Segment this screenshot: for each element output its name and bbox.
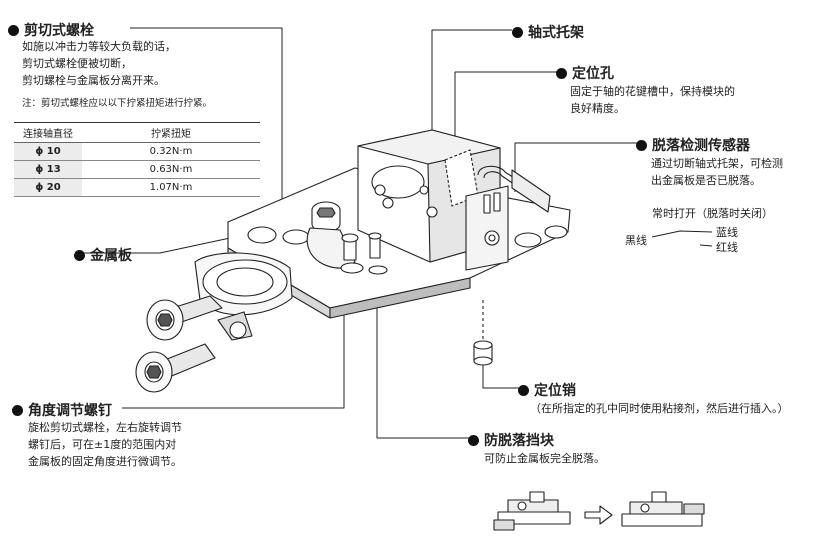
angle-screw-desc-line: 金属板的固定角度进行微调节。 (28, 455, 182, 468)
leader-shaft-bracket (431, 29, 512, 145)
sensor-title: 脱落检测传感器 (636, 135, 750, 155)
socket-screw-upper (146, 295, 223, 341)
bullet-icon (636, 139, 647, 151)
cell-diameter: ϕ 20 (14, 178, 82, 197)
bullet-icon (468, 434, 479, 446)
leader-lines (80, 27, 713, 439)
locating-pin-label: 定位销 (534, 383, 576, 399)
sensor-shape (465, 165, 551, 271)
wire-blue-label: 蓝线 (716, 226, 738, 239)
metal-plate-label: 金属板 (90, 248, 132, 264)
metal-plate-title: 金属板 (74, 245, 132, 265)
angle-screw-label: 角度调节螺钉 (28, 403, 112, 419)
angle-screw-desc: 旋松剪切式螺栓，左右旋转调节 螺钉后，可在±1度的范围内对 金属板的固定角度进行… (28, 419, 182, 470)
sensor-wiring-title: 常时打开（脱落时关闭） (652, 207, 773, 220)
anti-drop-label: 防脱落挡块 (484, 433, 554, 449)
shaft-bracket-title: 轴式托架 (512, 22, 584, 42)
torque-table: 连接轴直径 拧紧扭矩 ϕ 10 0.32N·m ϕ 13 0.63N·m ϕ 2… (14, 122, 260, 197)
cell-torque: 1.07N·m (82, 178, 260, 197)
col-header-diameter: 连接轴直径 (14, 122, 82, 143)
shaft-bracket-label: 轴式托架 (528, 25, 584, 41)
shear-bolt-label: 剪切式螺栓 (24, 23, 94, 39)
leader-shear-bolt (130, 27, 283, 205)
bullet-icon (518, 384, 529, 396)
angle-screw-desc-line: 旋松剪切式螺栓，左右旋转调节 (28, 421, 182, 434)
socket-screw-lower (135, 343, 216, 393)
clamp-ring-shape (194, 252, 293, 341)
cell-torque: 0.63N·m (82, 160, 260, 179)
wire-brown-label: 红线 (716, 241, 738, 254)
shear-bolt-note: 注：剪切式螺栓应以以下拧紧扭矩进行拧紧。 (22, 98, 213, 109)
leader-locating-pin (482, 365, 520, 389)
locating-pin-shape (473, 300, 493, 366)
bullet-icon (556, 67, 567, 79)
bullet-icon (8, 24, 19, 36)
anti-drop-desc: 可防止金属板完全脱落。 (484, 452, 605, 465)
locating-pin-desc: （在所指定的孔中同时使用粘接剂，然后进行插入。） (530, 402, 789, 415)
leader-anti-drop (376, 278, 470, 439)
bullet-icon (512, 26, 523, 38)
cell-torque: 0.32N·m (82, 142, 260, 161)
locating-hole-desc: 固定于轴的花键槽中，保持模块的 良好精度。 (570, 83, 735, 117)
locating-hole-desc-line: 良好精度。 (570, 102, 625, 115)
table-row: ϕ 13 0.63N·m (14, 160, 260, 179)
shear-bolt-desc-line: 剪切式螺栓便被切断， (22, 57, 132, 70)
table-row: ϕ 10 0.32N·m (14, 142, 260, 161)
wire-black-label: 黑线 (625, 234, 647, 247)
shear-bolt-desc: 如施以冲击力等较大负载的话， 剪切式螺栓便被切断， 剪切螺栓与金属板分离开来。 (22, 38, 176, 89)
leader-metal-plate (80, 237, 231, 254)
locating-hole-title: 定位孔 (556, 63, 614, 83)
wire-brown-line (699, 244, 713, 247)
sensor-desc-line: 出金属板是否已脱落。 (651, 174, 761, 187)
bullet-icon (74, 249, 85, 261)
sensor-label: 脱落检测传感器 (652, 138, 750, 154)
wire-blue-line (651, 230, 713, 238)
shear-bolt-title: 剪切式螺栓 (8, 20, 94, 40)
col-header-torque: 拧紧扭矩 (82, 122, 260, 143)
arrow-right-icon (584, 505, 613, 525)
drop-illustration-before (493, 491, 571, 531)
adjust-screw-shape (340, 232, 388, 275)
locating-pin-title: 定位销 (518, 380, 576, 400)
cell-diameter: ϕ 13 (14, 160, 82, 179)
table-row: ϕ 20 1.07N·m (14, 178, 260, 197)
sensor-desc-line: 通过切断轴式托架，可检测 (651, 157, 783, 170)
sensor-desc: 通过切断轴式托架，可检测 出金属板是否已脱落。 (651, 155, 783, 189)
drop-illustration-after (621, 491, 705, 527)
locating-hole-desc-line: 固定于轴的花键槽中，保持模块的 (570, 85, 735, 98)
shear-bolt-desc-line: 剪切螺栓与金属板分离开来。 (22, 74, 165, 87)
bullet-icon (12, 404, 23, 416)
torque-table-header: 连接轴直径 拧紧扭矩 (14, 122, 260, 143)
angle-screw-desc-line: 螺钉后，可在±1度的范围内对 (28, 438, 177, 451)
shear-bolt-desc-line: 如施以冲击力等较大负载的话， (22, 40, 176, 53)
angle-screw-title: 角度调节螺钉 (12, 400, 112, 420)
cell-diameter: ϕ 10 (14, 142, 82, 161)
anti-drop-title: 防脱落挡块 (468, 430, 554, 450)
locating-hole-label: 定位孔 (572, 66, 614, 82)
